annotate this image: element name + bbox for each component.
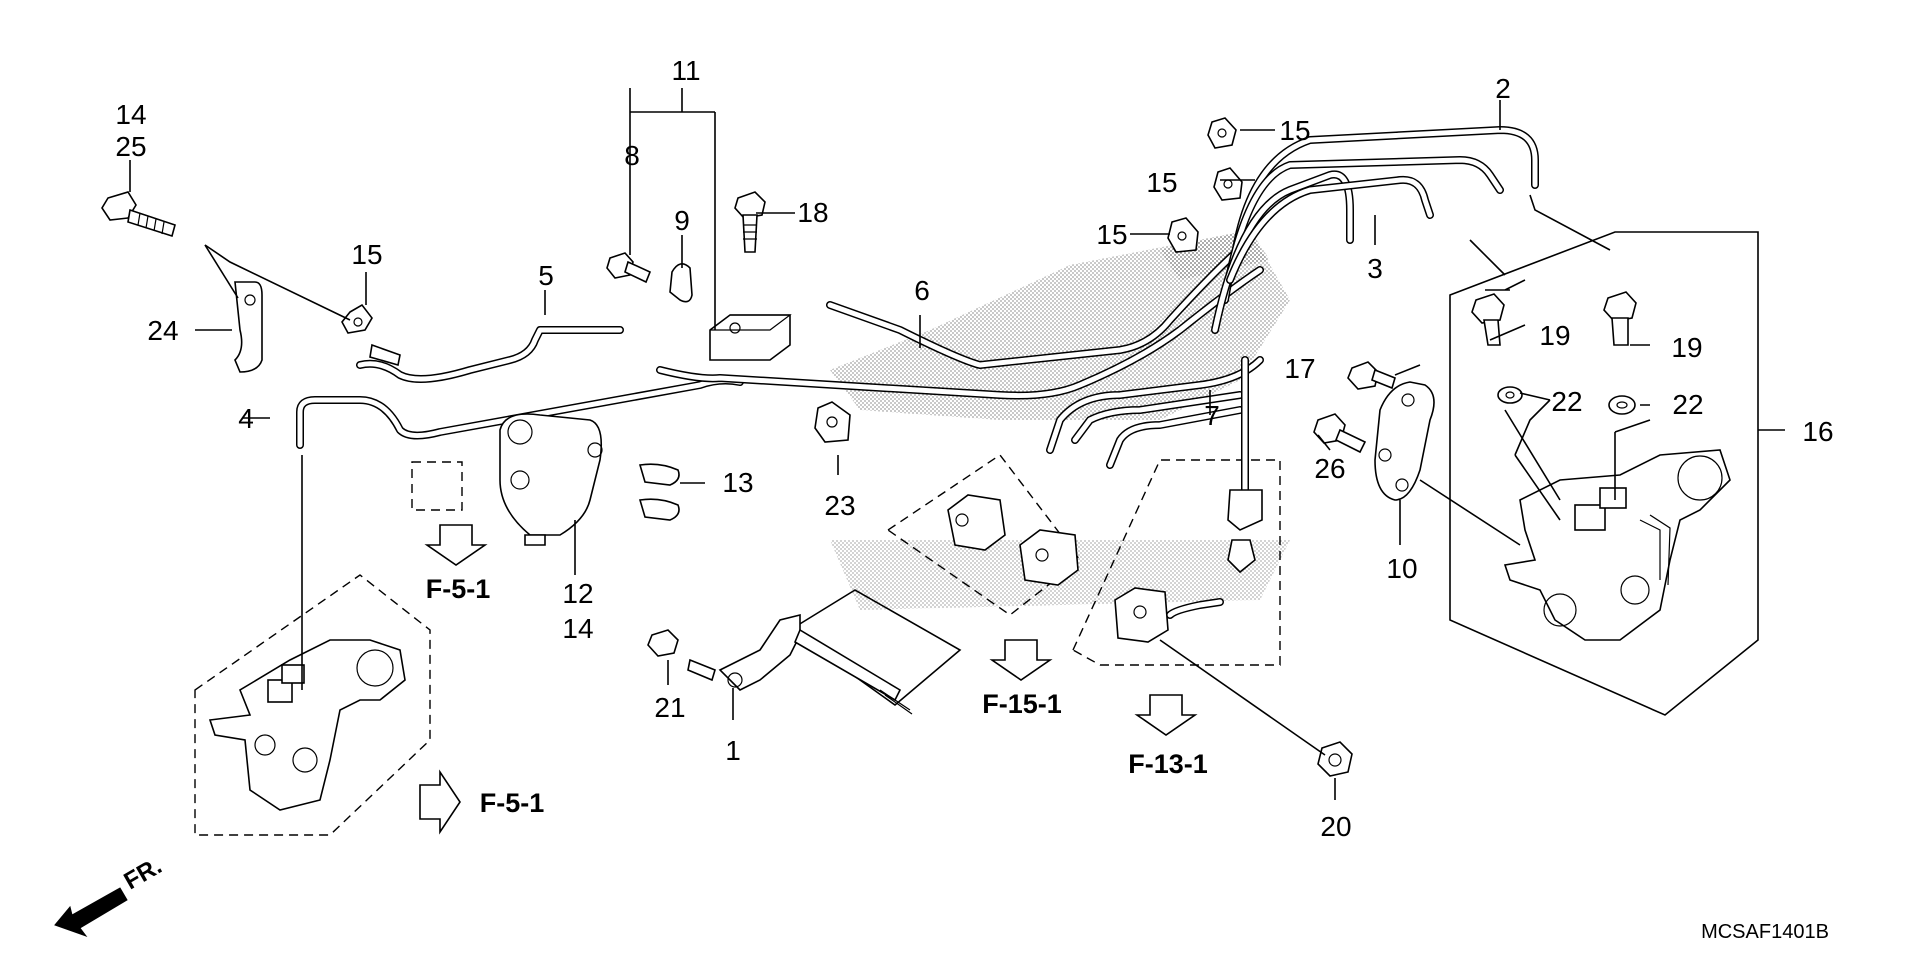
pipe-main-tube[interactable] xyxy=(656,266,1264,400)
valve-12[interactable] xyxy=(499,413,603,546)
pipe-3a-fill xyxy=(1222,157,1503,303)
callout-17: 17 xyxy=(1284,353,1315,384)
bolt-8[interactable] xyxy=(606,252,652,284)
pipe-main-fill xyxy=(657,267,1263,399)
stay-23[interactable] xyxy=(814,401,851,443)
washer-22-right[interactable] xyxy=(1608,395,1636,415)
pipe-7b-tube[interactable] xyxy=(1071,391,1244,444)
pipe-6-fill xyxy=(827,237,1253,368)
section-ref-label: F-13-1 xyxy=(1128,749,1208,779)
bolt-9[interactable] xyxy=(669,263,693,303)
pipe-3a-tube[interactable] xyxy=(1221,156,1504,304)
bolt-14-25[interactable] xyxy=(101,191,176,238)
section-ref-f-15-1[interactable]: F-15-1 xyxy=(982,639,1062,719)
diagram-code: MCSAF1401B xyxy=(1701,921,1829,943)
pipe-lower-right-fill xyxy=(1167,599,1223,618)
joint-block-11[interactable] xyxy=(709,314,792,361)
pipe-5-tube[interactable] xyxy=(356,326,624,383)
front-direction-arrow: FR. xyxy=(54,852,167,938)
brake-pipes xyxy=(296,126,1539,619)
dashed-assembly-outlines xyxy=(194,454,1281,836)
bolt-17[interactable] xyxy=(1347,361,1396,390)
bolt-21[interactable] xyxy=(647,629,716,682)
pipe-3c-fill xyxy=(1227,177,1433,283)
section-ref-label: F-15-1 xyxy=(982,689,1062,719)
callout-19-left: 19 xyxy=(1539,320,1570,351)
callout-25: 25 xyxy=(115,131,146,162)
leader-lines xyxy=(129,88,1785,800)
part-callouts: 14 25 11 8 9 18 15 15 15 15 2 3 5 6 24 4… xyxy=(115,55,1833,842)
valve-outline-center xyxy=(886,454,1081,616)
pipe-7c-fill xyxy=(1107,407,1243,468)
callout-20: 20 xyxy=(1320,811,1351,842)
front-label: FR. xyxy=(120,852,167,895)
nut-20[interactable] xyxy=(1317,741,1353,777)
section-ref-f-5-1-upper[interactable]: F-5-1 xyxy=(424,524,491,604)
pipe-7b-fill xyxy=(1072,392,1243,443)
valve-center[interactable] xyxy=(947,494,1169,643)
pipe-6-tube[interactable] xyxy=(826,236,1254,369)
bracket-1[interactable] xyxy=(718,613,913,715)
washer-22-left[interactable] xyxy=(1497,386,1523,404)
bolt-18[interactable] xyxy=(734,191,766,253)
callout-9: 9 xyxy=(674,205,690,236)
callout-19-right: 19 xyxy=(1671,332,1702,363)
modulator-left[interactable] xyxy=(208,639,406,811)
callout-18: 18 xyxy=(797,197,828,228)
callout-14-lower: 14 xyxy=(562,613,593,644)
callout-5: 5 xyxy=(538,260,554,291)
callout-13: 13 xyxy=(722,467,753,498)
callout-6: 6 xyxy=(914,275,930,306)
callout-2: 2 xyxy=(1495,73,1511,104)
pipe-4-tube[interactable] xyxy=(296,376,744,449)
callout-22-left: 22 xyxy=(1551,386,1582,417)
clip-15-top-2[interactable] xyxy=(1213,167,1243,201)
callout-12: 12 xyxy=(562,578,593,609)
modulator-16[interactable] xyxy=(1503,449,1731,641)
section-ref-f-5-1-lower[interactable]: F-5-1 xyxy=(419,769,545,835)
section-ref-label: F-5-1 xyxy=(426,574,491,604)
callout-22-right: 22 xyxy=(1672,389,1703,420)
pipe-3c-tube[interactable] xyxy=(1226,175,1434,284)
callout-4: 4 xyxy=(238,403,254,434)
callout-15-left: 15 xyxy=(351,239,382,270)
pipe-5-fill xyxy=(357,327,623,382)
callout-1: 1 xyxy=(725,735,741,766)
callout-8: 8 xyxy=(624,140,640,171)
callout-23: 23 xyxy=(824,490,855,521)
clamp-24[interactable] xyxy=(234,281,263,373)
bracket-right-small[interactable] xyxy=(1227,489,1263,574)
callout-10: 10 xyxy=(1386,553,1417,584)
bolt-13[interactable] xyxy=(638,463,680,521)
callout-11: 11 xyxy=(671,55,700,86)
callout-15-top1: 15 xyxy=(1279,115,1310,146)
pipe-lower-right-tube[interactable] xyxy=(1166,598,1224,619)
bolt-26[interactable] xyxy=(1313,413,1367,454)
pipe-7c-tube[interactable] xyxy=(1106,406,1244,469)
bolt-19-left[interactable] xyxy=(1471,293,1505,346)
callout-21: 21 xyxy=(654,692,685,723)
callout-14-upper: 14 xyxy=(115,99,146,130)
callout-3: 3 xyxy=(1367,253,1383,284)
clip-15-top-1[interactable] xyxy=(1207,117,1237,149)
section-ref-f-13-1[interactable]: F-13-1 xyxy=(1128,694,1208,779)
bolt-outline-small xyxy=(411,461,463,511)
modulator-outline-left xyxy=(194,574,431,836)
plate-10[interactable] xyxy=(1374,381,1435,501)
callout-15-top2: 15 xyxy=(1146,167,1177,198)
callout-26: 26 xyxy=(1314,453,1345,484)
callout-24: 24 xyxy=(147,315,178,346)
section-ref-label: F-5-1 xyxy=(480,788,545,818)
bolt-19-right[interactable] xyxy=(1603,291,1637,346)
clip-15-top-3[interactable] xyxy=(1167,217,1199,253)
callout-16: 16 xyxy=(1802,416,1833,447)
callout-7: 7 xyxy=(1204,400,1220,431)
clip-15-left[interactable] xyxy=(341,303,401,367)
pipe-4-fill xyxy=(297,378,743,448)
callout-15-top3: 15 xyxy=(1096,219,1127,250)
assembly-16-outline xyxy=(1449,231,1759,716)
